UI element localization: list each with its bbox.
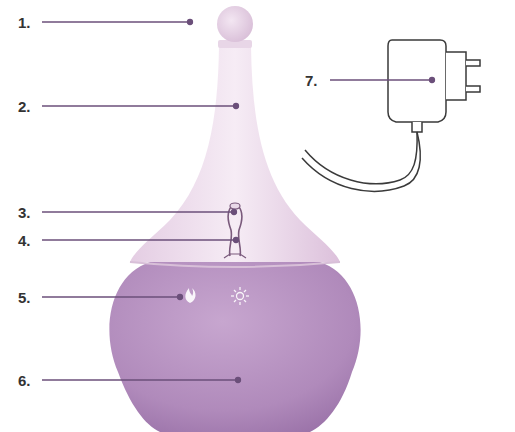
callout-number: 2.: [18, 99, 31, 114]
callout-number: 7.: [305, 73, 318, 88]
leader-lines: [42, 20, 435, 383]
wick: [228, 206, 242, 256]
callout-number: 4.: [18, 233, 31, 248]
mist-button-icon: [185, 288, 195, 303]
callout-number: 1.: [18, 15, 31, 30]
power-adapter: [302, 40, 480, 191]
callout-number: 6.: [18, 373, 31, 388]
callout-number: 3.: [18, 205, 31, 220]
callout-number: 5.: [18, 290, 31, 305]
base: [109, 262, 360, 432]
stopper: [217, 6, 253, 42]
cover-rim: [130, 262, 340, 267]
light-button-icon: [231, 287, 249, 305]
nozzle: [230, 203, 240, 209]
nozzle-base: [224, 254, 246, 258]
